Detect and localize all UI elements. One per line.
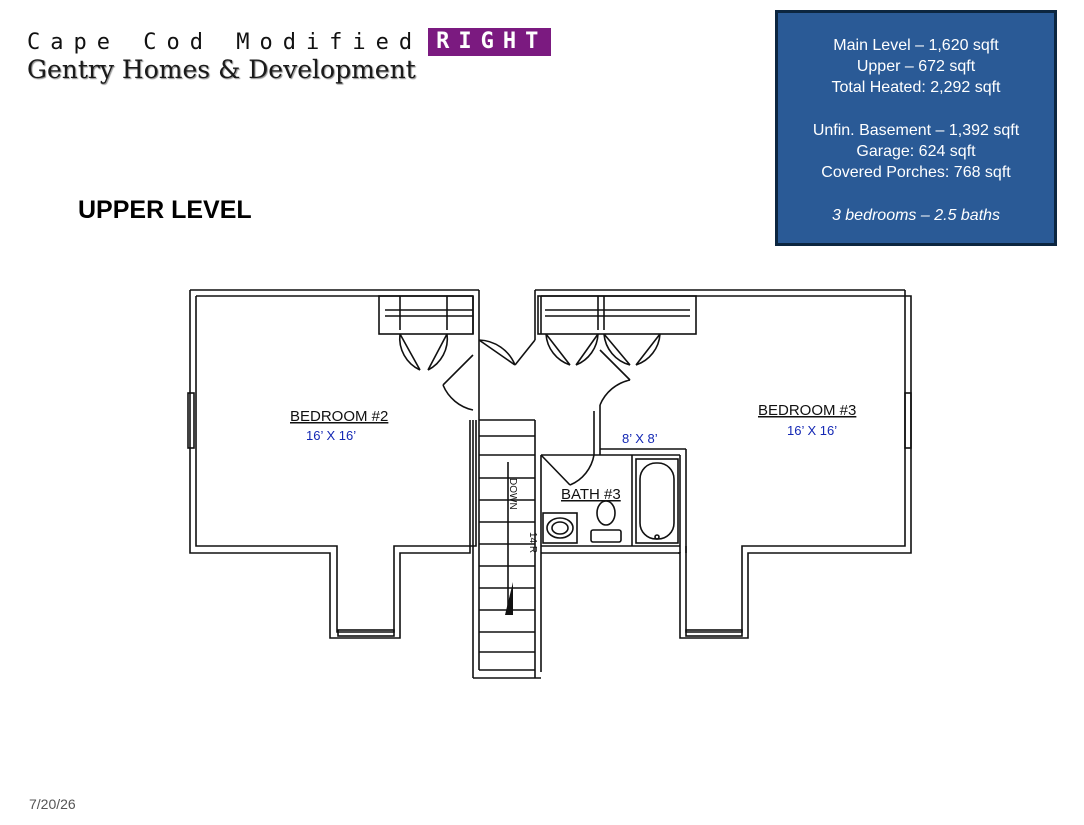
stair-down-arrow xyxy=(505,582,513,615)
square-footage-box: Main Level – 1,620 sqft Upper – 672 sqft… xyxy=(775,10,1057,246)
bath-3-walls xyxy=(534,420,680,678)
bedroom-2-size: 16’ X 16’ xyxy=(306,428,356,443)
plan-date: 7/20/26 xyxy=(29,796,76,812)
main-level-sqft: Main Level – 1,620 sqft xyxy=(833,37,999,54)
bedroom-3-label: BEDROOM #3 xyxy=(758,402,856,419)
company-name: Gentry Homes & Development xyxy=(27,55,416,84)
plan-title: Cape Cod Modified RIGHT xyxy=(27,28,552,56)
window-left xyxy=(187,392,195,449)
bed-bath-summary: 3 bedrooms – 2.5 baths xyxy=(831,207,1001,224)
left-closets xyxy=(378,295,474,335)
staircase xyxy=(472,419,541,679)
sink-fixture xyxy=(542,512,578,544)
basement-sqft: Unfin. Basement – 1,392 sqft xyxy=(812,122,1020,139)
window-bottom-right xyxy=(685,629,743,637)
bedroom-2-walls xyxy=(189,289,480,639)
level-title: UPPER LEVEL xyxy=(78,196,252,224)
porches-sqft: Covered Porches: 768 sqft xyxy=(821,164,1011,181)
tub-fixture xyxy=(635,458,679,544)
bath-3-size: 8’ X 8’ xyxy=(622,431,658,446)
total-heated-sqft: Total Heated: 2,292 sqft xyxy=(831,79,1001,96)
window-right xyxy=(904,392,912,449)
bedroom-3-size: 16’ X 16’ xyxy=(787,423,837,438)
garage-sqft: Garage: 624 sqft xyxy=(856,143,976,160)
right-closets xyxy=(537,295,697,335)
plan-variant-badge: RIGHT xyxy=(428,28,552,56)
window-bottom-left xyxy=(337,629,395,637)
toilet-fixture xyxy=(590,500,622,543)
bath-3-label: BATH #3 xyxy=(561,486,621,503)
stair-riser-count: 14 R xyxy=(527,532,538,553)
upper-sqft: Upper – 672 sqft xyxy=(856,58,976,75)
plan-name: Cape Cod Modified xyxy=(27,29,423,55)
bedroom-2-label: BEDROOM #2 xyxy=(290,408,388,425)
bedroom-3-walls xyxy=(593,290,912,639)
stair-down-label: DOWN xyxy=(507,478,518,510)
door-swings xyxy=(398,333,661,486)
